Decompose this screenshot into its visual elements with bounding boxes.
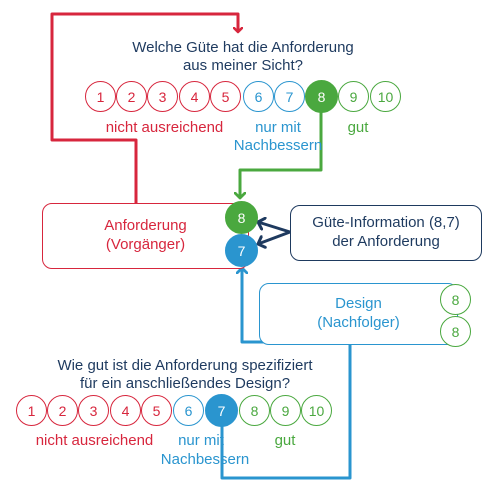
bottom-label-mid-line2: Nachbessern [160,451,250,468]
anforderung-badge-8: 8 [225,201,258,234]
top-rating-10[interactable]: 10 [370,81,401,112]
navy-arrow-to-7 [258,230,291,244]
guete-line2: der Anforderung [332,233,440,250]
top-label-mid-line1: nur mit [255,119,301,136]
bottom-rating-6[interactable]: 6 [173,395,204,426]
top-rating-3[interactable]: 3 [147,81,178,112]
bottom-rating-4[interactable]: 4 [110,395,141,426]
design-box[interactable]: Design (Nachfolger) [259,283,458,345]
anforderung-box[interactable]: Anforderung (Vorgänger) [42,203,249,269]
bottom-rating-5[interactable]: 5 [141,395,172,426]
bottom-rating-3[interactable]: 3 [78,395,109,426]
guete-line1: Güte-Information (8,7) [312,214,460,232]
bottom-rating-9[interactable]: 9 [270,395,301,426]
top-rating-5[interactable]: 5 [210,81,241,112]
navy-arrow-to-8 [258,222,291,234]
anforderung-badge-7: 7 [225,234,258,267]
bottom-rating-8[interactable]: 8 [239,395,270,426]
green-rating-arrow [240,110,323,198]
bottom-rating-7-selected[interactable]: 7 [205,394,238,427]
bottom-rating-10[interactable]: 10 [301,395,332,426]
bottom-label-mid-line1: nur mit [178,432,224,449]
top-question-line2: aus meiner Sicht? [182,57,304,74]
top-rating-6[interactable]: 6 [243,81,274,112]
bottom-label-high: gut [274,432,296,449]
bottom-label-low: nicht ausreichend [35,432,154,449]
top-question-line1: Welche Güte hat die Anforderung [132,39,354,56]
bottom-question-line2: für ein anschließendes Design? [79,375,291,392]
blue-rating-arrow [220,268,352,480]
anforderung-line2: (Vorgänger) [105,236,186,253]
top-rating-2[interactable]: 2 [116,81,147,112]
top-rating-7[interactable]: 7 [274,81,305,112]
design-badge-1: 8 [440,284,471,315]
top-label-high: gut [347,119,369,136]
bottom-question-line1: Wie gut ist die Anforderung spezifiziert [57,357,313,374]
design-line2: (Nachfolger) [317,314,400,331]
top-rating-8-selected[interactable]: 8 [305,80,338,113]
design-badge-2: 8 [440,316,471,347]
red-feedback-arrow [50,12,238,204]
top-label-low: nicht ausreichend [105,119,224,136]
guete-information-box[interactable]: Güte-Information (8,7) der Anforderung [290,205,482,261]
top-rating-9[interactable]: 9 [338,81,369,112]
top-label-mid-line2: Nachbessern [233,137,323,154]
top-rating-1[interactable]: 1 [85,81,116,112]
bottom-rating-1[interactable]: 1 [16,395,47,426]
bottom-rating-2[interactable]: 2 [47,395,78,426]
anforderung-line1: Anforderung [104,217,187,235]
design-line1: Design [335,295,382,313]
top-rating-4[interactable]: 4 [179,81,210,112]
